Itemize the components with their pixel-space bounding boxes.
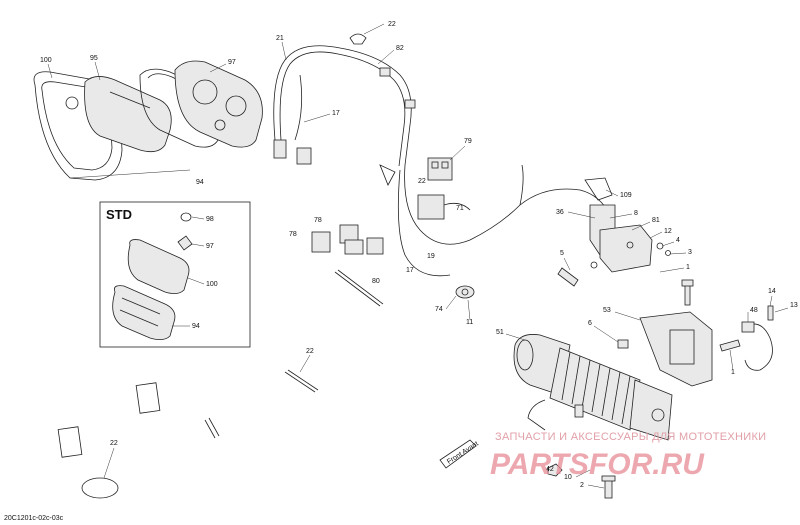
std-inset-box: STD	[99, 201, 251, 348]
wiring-harness-82	[273, 45, 611, 277]
instrument-cluster	[174, 60, 263, 148]
small-hardware	[557, 242, 671, 287]
callout-19: 19	[427, 253, 435, 260]
callout-48: 48	[750, 307, 758, 314]
callout-95: 95	[90, 55, 98, 62]
callout-81: 81	[652, 217, 660, 224]
diagram-ref-code: 20C1201c-02c-03c	[4, 515, 64, 522]
callout-94: 94	[196, 179, 204, 186]
callout-79: 79	[464, 138, 472, 145]
gauge-lens-95	[84, 76, 172, 153]
callout-42: 42	[546, 466, 554, 473]
callout-3: 3	[688, 249, 692, 256]
screw-part	[204, 417, 220, 439]
callout-14: 14	[768, 288, 776, 295]
callout-80: 80	[372, 278, 380, 285]
fuses-78	[311, 224, 384, 255]
front-direction-arrow: Front Avant	[439, 439, 480, 469]
callout-53: 53	[603, 307, 611, 314]
tie-wrap-22-mid	[284, 369, 319, 393]
callout-78: 78	[314, 217, 322, 224]
callout-6: 6	[588, 320, 592, 327]
bolt-2	[601, 475, 616, 499]
cable-end	[527, 399, 584, 431]
callout-10: 10	[564, 474, 572, 481]
watermark-logo: PARTSFOR.RU	[490, 448, 705, 481]
callout-51: 51	[496, 329, 504, 336]
tie-wrap-80	[334, 269, 384, 307]
callout-1: 1	[731, 369, 735, 376]
std-box-title: STD	[106, 207, 132, 222]
callout-12: 12	[664, 228, 672, 235]
callout-17: 17	[406, 267, 414, 274]
relay-79	[427, 157, 453, 181]
callout-78: 78	[289, 231, 297, 238]
callout-22: 22	[418, 178, 426, 185]
switch-housing-81	[599, 224, 653, 273]
leader-lines	[47, 23, 789, 489]
callout-71: 71	[456, 205, 464, 212]
connector-71	[417, 194, 471, 220]
tie-wrap-22-low	[81, 477, 119, 499]
winch-gearbox	[629, 379, 673, 441]
nut-42	[547, 463, 563, 477]
callout-97: 97	[228, 59, 236, 66]
callout-22: 22	[306, 348, 314, 355]
callout-17: 17	[332, 110, 340, 117]
callout-1: 1	[686, 264, 690, 271]
clip-22-top	[349, 33, 367, 45]
callout-2: 2	[580, 482, 584, 489]
pin-14	[767, 305, 774, 321]
callout-13: 13	[790, 302, 798, 309]
gauge-bezel-100	[33, 71, 123, 181]
bracket-clip-b	[57, 426, 83, 458]
callout-100: 100	[206, 281, 218, 288]
bolt-1-top	[681, 279, 694, 306]
bolt-6	[617, 339, 629, 349]
callout-74: 74	[435, 306, 443, 313]
callout-97: 97	[206, 243, 214, 250]
winch-drum	[549, 347, 641, 431]
bracket-clip-a	[135, 382, 161, 414]
fairlead-53	[639, 311, 713, 387]
callout-21: 21	[276, 35, 284, 42]
callout-22: 22	[388, 21, 396, 28]
callout-11: 11	[466, 319, 473, 326]
callout-4: 4	[676, 237, 680, 244]
callout-5: 5	[560, 250, 564, 257]
callout-98: 98	[206, 216, 214, 223]
hook-48	[741, 321, 773, 371]
callout-labels: 100 95 97 94 22 21 82 17 79 22 71 109 36…	[40, 21, 798, 489]
callout-94: 94	[192, 323, 200, 330]
callout-36: 36	[556, 209, 564, 216]
watermark-subtitle: ЗАПЧАСТИ И АКСЕССУАРЫ ДЛЯ МОТОТЕХНИКИ	[495, 431, 766, 443]
callout-22: 22	[110, 440, 118, 447]
callout-8: 8	[634, 210, 638, 217]
callout-109: 109	[620, 192, 632, 199]
bolt-1-lower	[719, 339, 741, 352]
grommet-74	[455, 285, 475, 299]
callout-100: 100	[40, 57, 52, 64]
callout-82: 82	[396, 45, 404, 52]
